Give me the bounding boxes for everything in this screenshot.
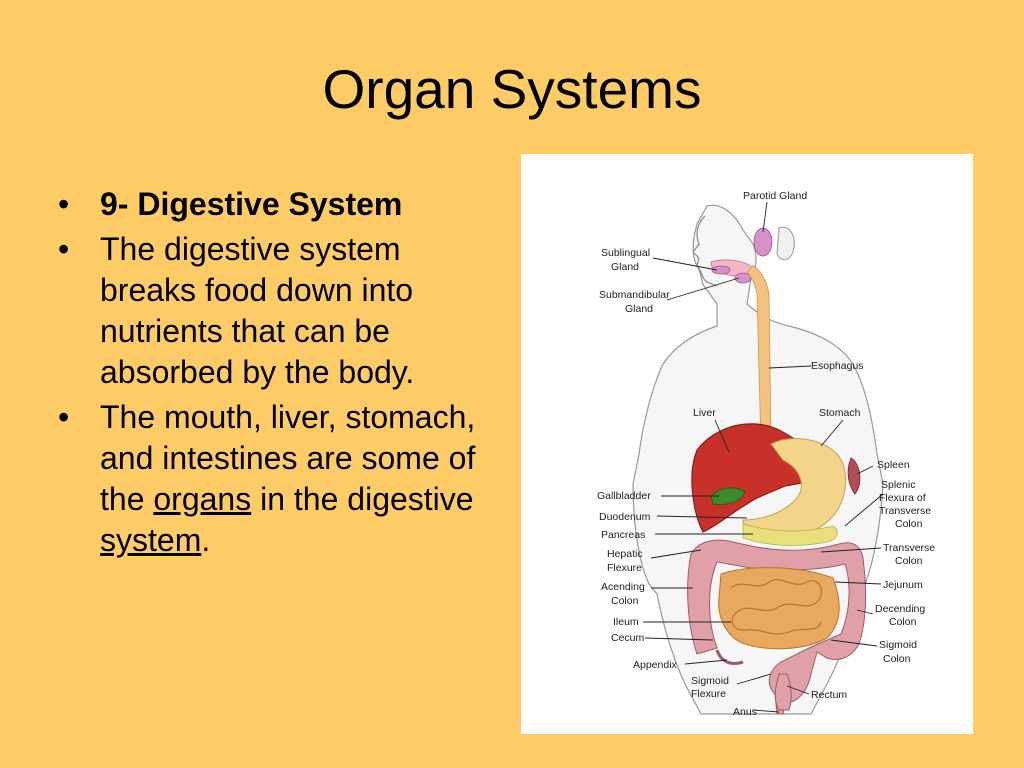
label-splenic-flexura: Colon [895, 518, 923, 530]
small-intestine [718, 567, 840, 650]
rectum [774, 673, 792, 711]
label-jejunum: Jejunum [883, 579, 923, 591]
label-sigmoid-flexure: Sigmoid [691, 675, 729, 687]
bullet-text-part: . [201, 522, 211, 558]
ear [776, 226, 795, 261]
label-submandibular-gland: Gland [625, 303, 653, 315]
bullet-item: • The digestive system breaks food down … [58, 229, 498, 393]
diagram-svg: Parotid Gland Sublingual Gland Submandib… [597, 190, 935, 718]
label-spleen: Spleen [877, 459, 910, 471]
digestive-system-diagram: Parotid Gland Sublingual Gland Submandib… [521, 154, 973, 734]
label-cecum: Cecum [611, 632, 645, 644]
organs-link[interactable]: organs [153, 481, 252, 517]
bullet-text: The mouth, liver, stomach, and intestine… [100, 399, 475, 558]
bullet-text-part: The mouth, liver, stomach, and intestine… [100, 399, 476, 517]
label-sublingual-gland: Gland [611, 261, 639, 273]
label-duodenum: Duodenum [599, 511, 651, 523]
label-sigmoid-colon: Sigmoid [879, 639, 917, 651]
label-parotid-gland: Parotid Gland [743, 190, 807, 202]
label-splenic-flexura: Transverse [879, 505, 931, 517]
slide-title: Organ Systems [322, 58, 702, 120]
label-sigmoid-flexure: Flexure [691, 688, 726, 700]
pancreas [742, 523, 838, 546]
label-splenic-flexura: Flexura of [879, 492, 926, 504]
label-ileum: Ileum [613, 616, 639, 628]
leader-lines [643, 201, 884, 713]
appendix [715, 649, 744, 665]
bullet-item: • 9- Digestive System [58, 184, 498, 225]
label-appendix: Appendix [633, 659, 678, 671]
label-anus: Anus [733, 706, 757, 718]
bullet-text: 9- Digestive System [100, 186, 403, 222]
label-pancreas: Pancreas [601, 529, 645, 541]
label-hepatic-flexure: Flexure [607, 562, 642, 574]
label-acending-colon: Acending [601, 581, 645, 593]
label-hepatic-flexure: Hepatic [607, 548, 643, 560]
bullet-text-part: in the digestive [251, 481, 474, 517]
bullet-list: • 9- Digestive System • The digestive sy… [58, 184, 498, 565]
spleen [847, 457, 861, 495]
label-splenic-flexura: Splenic [881, 479, 915, 491]
large-intestine [687, 539, 867, 715]
label-liver: Liver [693, 407, 716, 419]
label-sigmoid-colon: Colon [883, 653, 911, 665]
system-link[interactable]: system [100, 522, 202, 558]
label-decending-colon: Decending [875, 603, 925, 615]
small-intestine-coils [730, 579, 822, 635]
bullet-text: The digestive system breaks food down in… [100, 231, 415, 390]
label-submandibular-gland: Submandibular [599, 289, 670, 301]
sublingual-gland [711, 265, 731, 275]
bullet-glyph: • [58, 399, 70, 435]
label-sublingual-gland: Sublingual [601, 247, 650, 259]
bullet-glyph: • [58, 231, 70, 267]
label-gallbladder: Gallbladder [597, 490, 651, 502]
label-rectum: Rectum [811, 689, 847, 701]
label-transverse-colon: Colon [895, 555, 923, 567]
label-stomach: Stomach [819, 407, 861, 419]
submandibular-gland [734, 272, 752, 284]
bullet-item: • The mouth, liver, stomach, and intesti… [58, 397, 498, 561]
gallbladder [710, 487, 746, 505]
label-transverse-colon: Transverse [883, 542, 935, 554]
label-decending-colon: Colon [889, 616, 917, 628]
label-esophagus: Esophagus [811, 360, 864, 372]
parotid-gland [753, 227, 773, 257]
label-acending-colon: Colon [611, 595, 639, 607]
face-profile [692, 215, 718, 287]
bullet-glyph: • [58, 186, 70, 222]
